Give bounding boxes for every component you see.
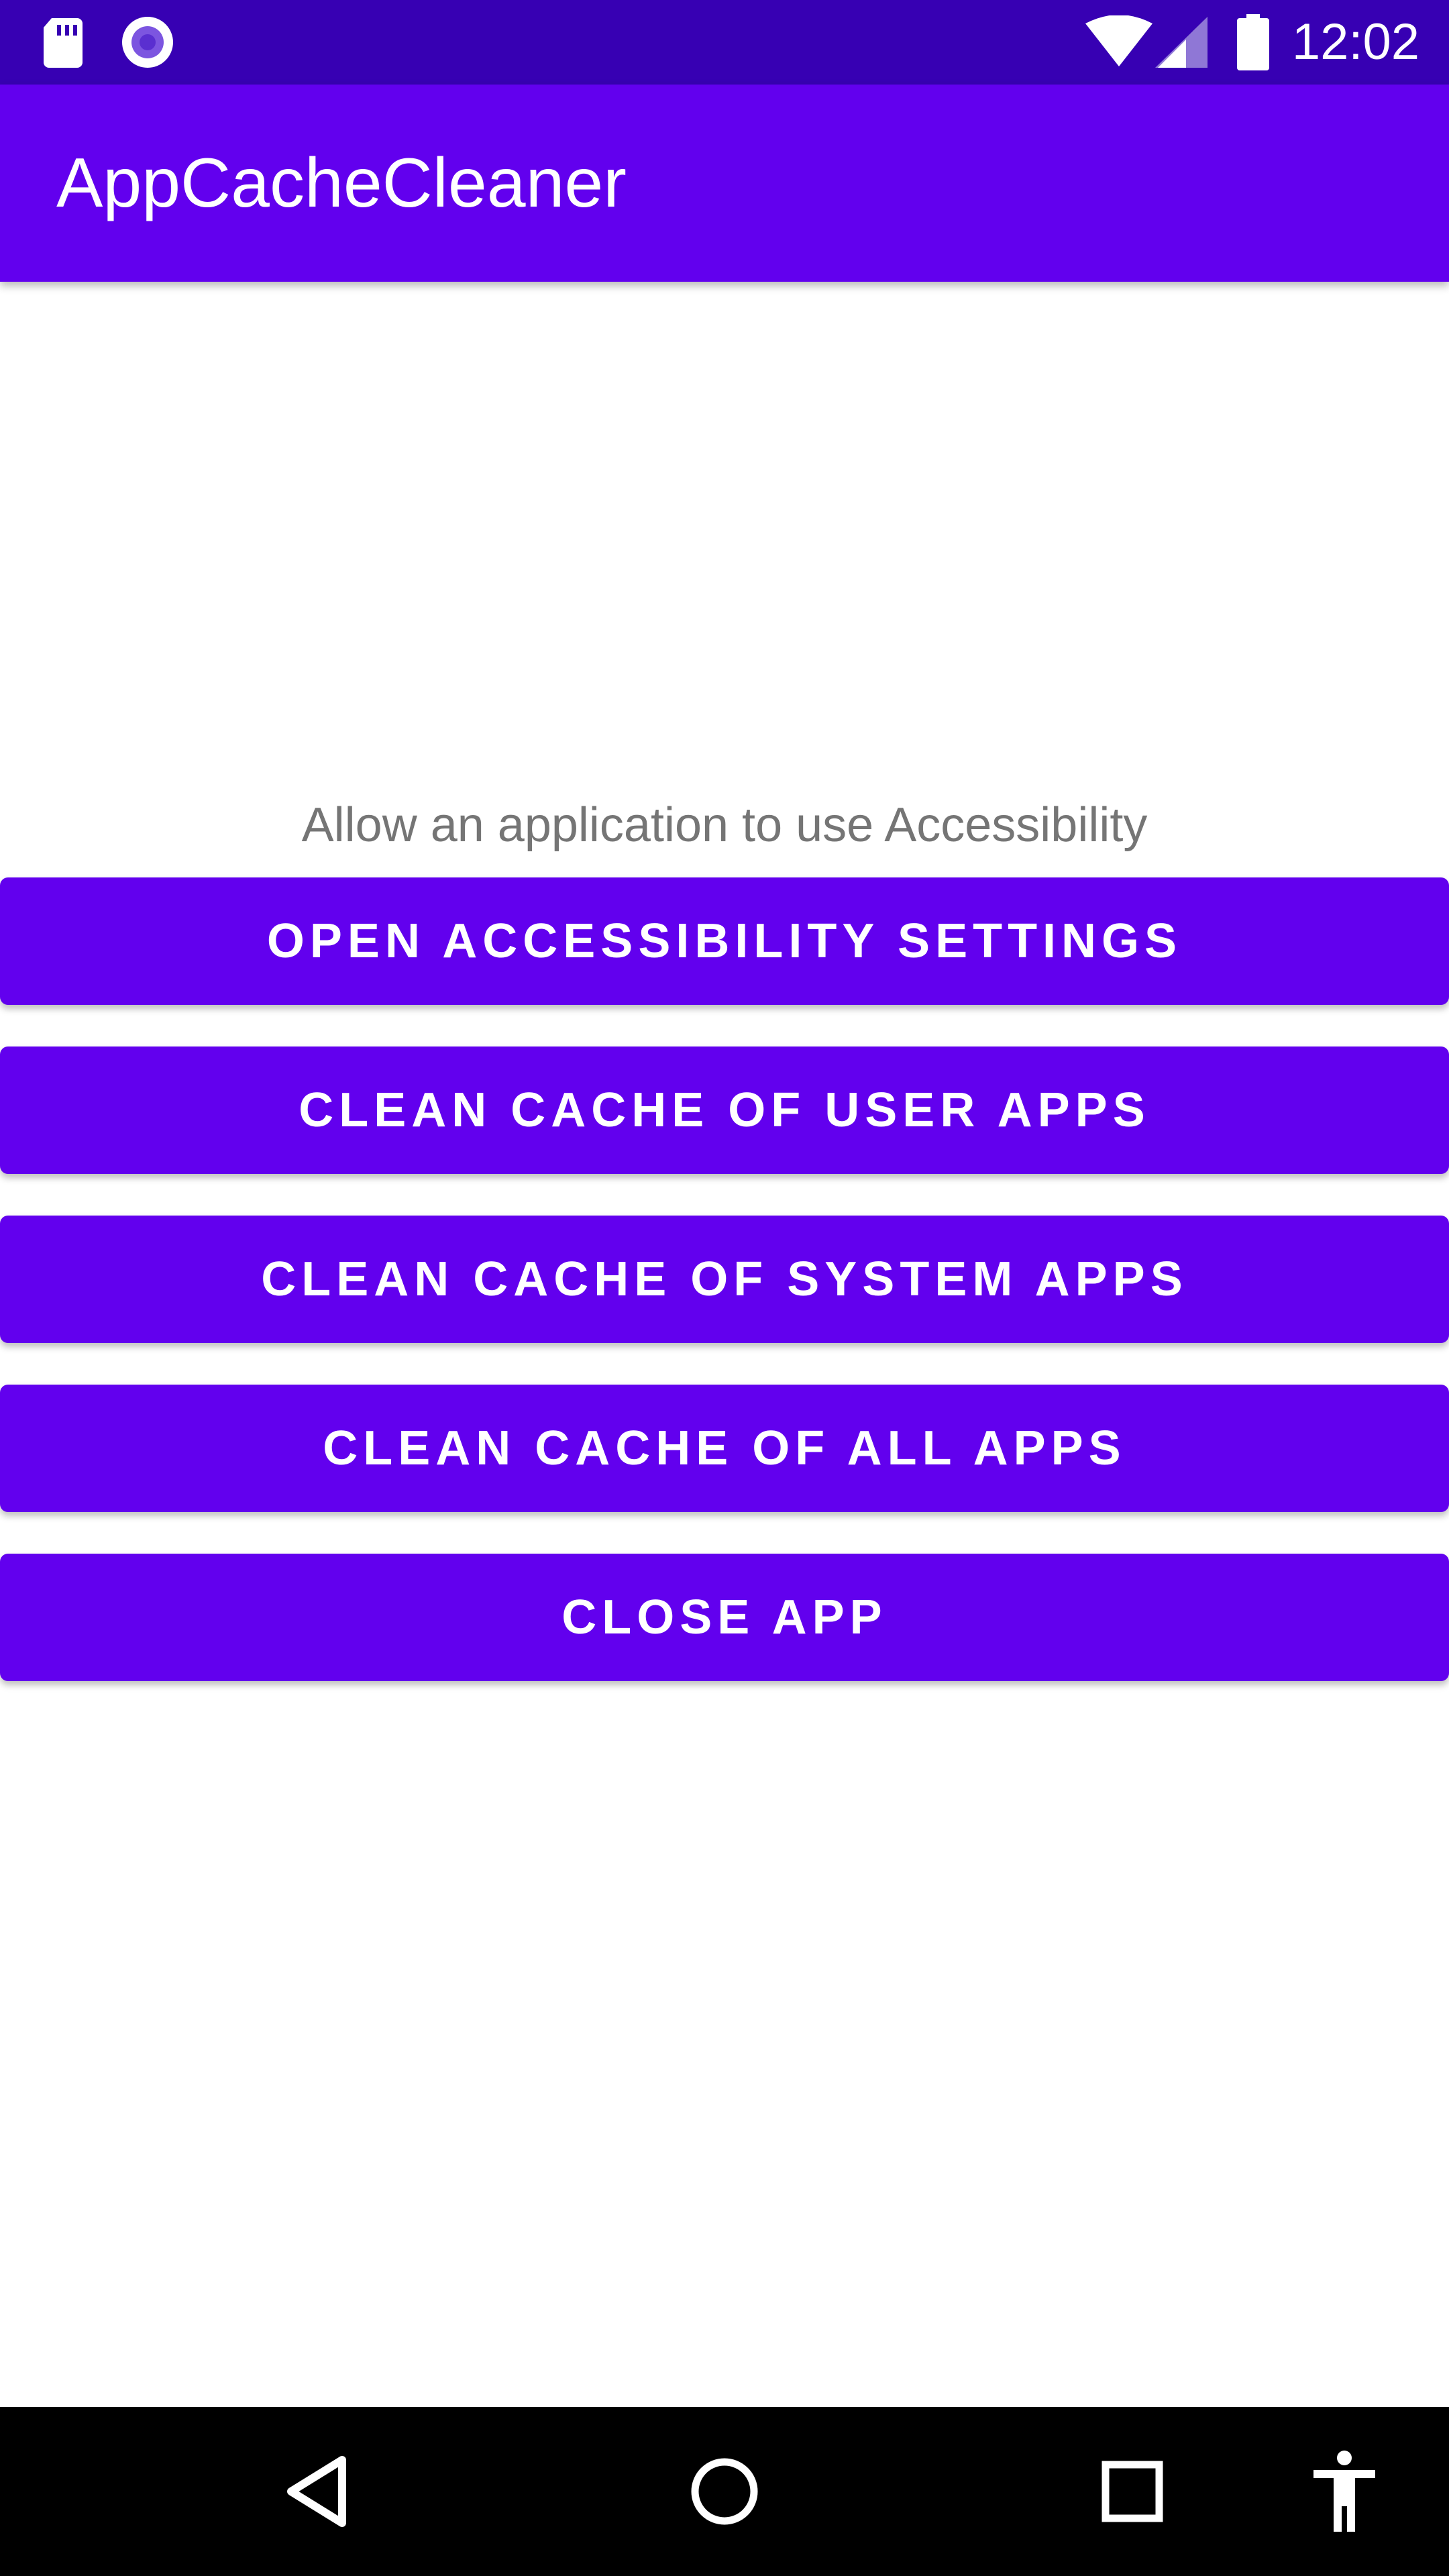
signal-icon <box>1155 0 1209 85</box>
clean-system-apps-cache-button[interactable]: CLEAN CACHE OF SYSTEM APPS <box>0 1216 1449 1343</box>
home-icon[interactable] <box>657 2407 792 2576</box>
record-icon <box>121 0 174 85</box>
app-bar: AppCacheCleaner <box>0 85 1449 282</box>
close-app-button[interactable]: CLOSE APP <box>0 1554 1449 1681</box>
back-icon[interactable] <box>250 2407 384 2576</box>
navigation-bar <box>0 2407 1449 2576</box>
recents-icon[interactable] <box>1065 2407 1199 2576</box>
accessibility-hint: Allow an application to use Accessibilit… <box>301 798 1148 852</box>
battery-icon <box>1233 0 1273 85</box>
open-accessibility-settings-button[interactable]: OPEN ACCESSIBILITY SETTINGS <box>0 877 1449 1005</box>
status-bar: 12:02 <box>0 0 1449 85</box>
clean-all-apps-cache-button[interactable]: CLEAN CACHE OF ALL APPS <box>0 1385 1449 1512</box>
status-time: 12:02 <box>1291 13 1419 70</box>
app-title: AppCacheCleaner <box>56 144 627 222</box>
wifi-icon <box>1085 0 1152 85</box>
sd-card-icon <box>40 0 87 85</box>
clean-user-apps-cache-button[interactable]: CLEAN CACHE OF USER APPS <box>0 1046 1449 1174</box>
accessibility-icon[interactable] <box>1277 2407 1411 2576</box>
